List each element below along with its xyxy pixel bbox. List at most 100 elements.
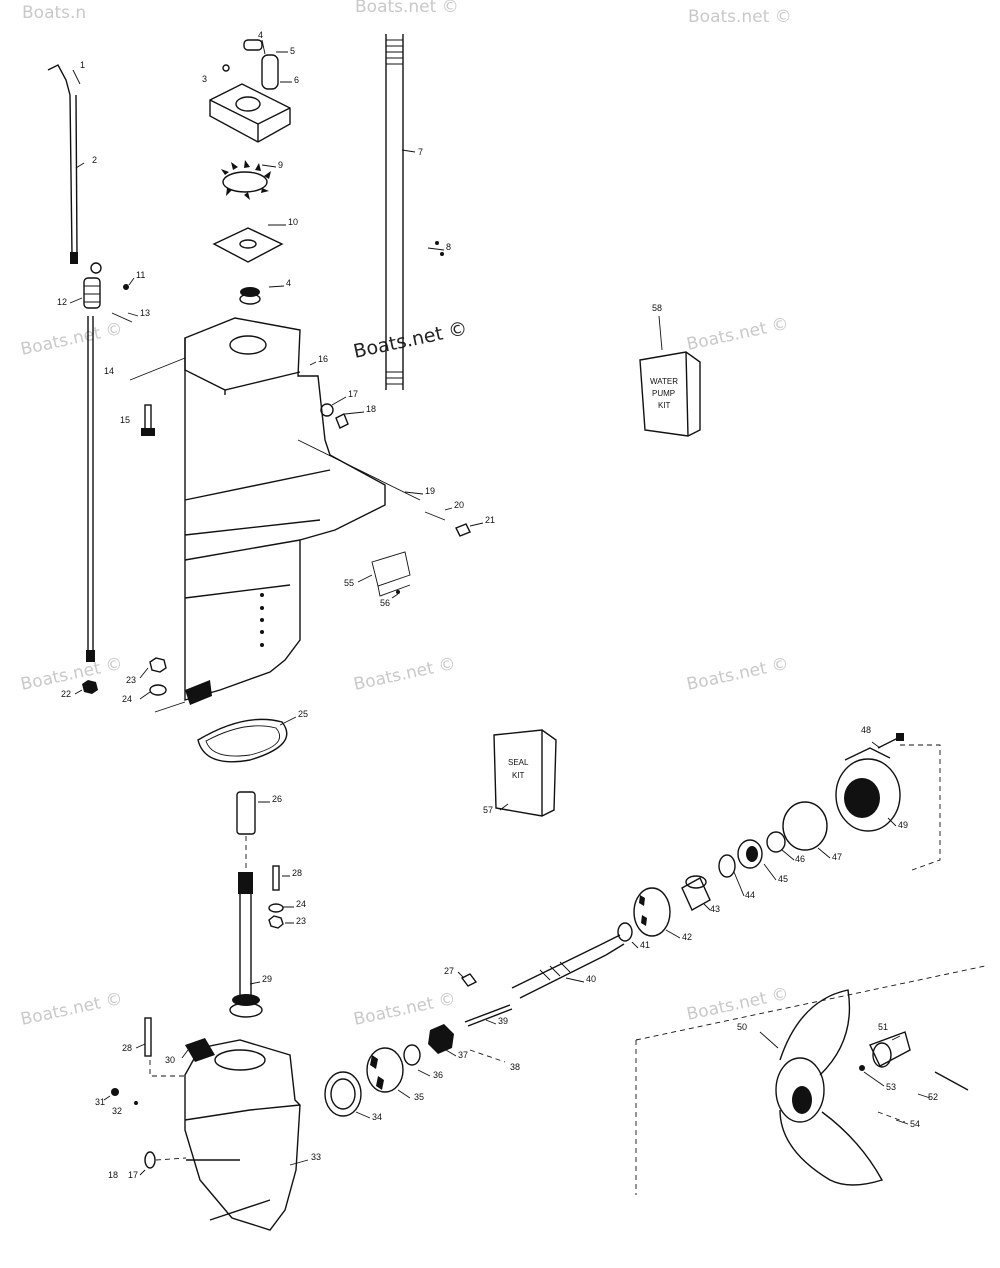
label-39: 39 <box>498 1016 508 1026</box>
shift-rod-connector <box>83 262 133 323</box>
label-33: 33 <box>311 1152 321 1162</box>
water-pump-kit-line-1: WATER <box>650 377 678 386</box>
watermark-1: Boats.net © <box>19 319 125 360</box>
label-12: 12 <box>57 297 67 307</box>
watermark-3: Boats.net © <box>685 314 791 355</box>
pin-28 <box>272 865 280 891</box>
label-53: 53 <box>886 1082 896 1092</box>
watermark-top-right: Boats.net © <box>688 7 792 27</box>
label-15: 15 <box>120 415 130 425</box>
label-11: 11 <box>136 270 145 280</box>
seal-kit-57: SEAL KIT <box>493 729 557 817</box>
nut-23-washer-24-22 <box>82 657 186 713</box>
bearing-carrier-49 <box>835 744 941 871</box>
label-28-lower: 28 <box>122 1043 132 1053</box>
bolt-48 <box>877 733 904 749</box>
label-23: 23 <box>126 675 136 685</box>
label-5: 5 <box>290 46 295 56</box>
label-17: 17 <box>348 389 358 399</box>
washer-24-nut-23-lower <box>268 903 284 929</box>
gear-35 <box>366 1047 404 1093</box>
label-6: 6 <box>294 75 299 85</box>
label-57: 57 <box>483 805 493 815</box>
water-pump-kit-line-2: PUMP <box>652 389 675 398</box>
watermark-6: Boats.net © <box>685 654 791 695</box>
label-13: 13 <box>140 308 150 318</box>
pin-39 <box>464 1004 513 1027</box>
washer-41 <box>617 922 633 942</box>
water-pump-housing <box>209 83 291 143</box>
gearcase <box>184 1039 301 1231</box>
label-18: 18 <box>366 404 376 414</box>
label-19: 19 <box>425 486 435 496</box>
watermarks: Boats.n Boats.net © Boats.net © Boats.ne… <box>19 0 792 1030</box>
label-51: 51 <box>878 1022 888 1032</box>
watermark-7: Boats.net © <box>19 989 125 1030</box>
watermark-8: Boats.net © <box>352 989 458 1030</box>
label-28-upper: 28 <box>292 868 302 878</box>
label-45: 45 <box>778 874 788 884</box>
plug-17-18 <box>320 403 349 429</box>
label-7: 7 <box>418 147 423 157</box>
label-32: 32 <box>112 1106 122 1116</box>
label-24: 24 <box>122 694 132 704</box>
pin-and-plug-20-21 <box>424 511 471 537</box>
leader-lines <box>69 39 931 1176</box>
label-18-lower: 18 <box>108 1170 118 1180</box>
shift-rod-upper <box>47 64 78 264</box>
watermark-5: Boats.net © <box>352 654 458 695</box>
label-46: 46 <box>795 854 805 864</box>
label-54: 54 <box>910 1119 920 1129</box>
label-31: 31 <box>95 1097 105 1107</box>
label-14: 14 <box>104 366 114 376</box>
drive-shaft-housing <box>129 317 421 705</box>
propeller-shaft-40 <box>511 934 625 999</box>
label-20: 20 <box>454 500 464 510</box>
label-50: 50 <box>737 1022 747 1032</box>
label-37: 37 <box>458 1050 468 1060</box>
label-22: 22 <box>61 689 71 699</box>
label-47: 47 <box>832 852 842 862</box>
impeller <box>221 160 271 200</box>
label-1: 1 <box>80 60 85 70</box>
seal-46 <box>766 831 786 853</box>
label-44: 44 <box>745 890 755 900</box>
water-pump-kit-line-3: KIT <box>658 401 671 410</box>
label-38: 38 <box>510 1062 520 1072</box>
screw-31-32 <box>111 1088 138 1105</box>
label-4-lower: 4 <box>286 278 291 288</box>
clutch-37 <box>428 1024 506 1063</box>
label-24-lower: 24 <box>296 899 306 909</box>
watermark-main: Boats.net © <box>351 317 469 363</box>
drive-shaft-lower <box>229 872 263 1018</box>
bearing-34 <box>324 1071 362 1117</box>
o-ring-47 <box>782 801 828 851</box>
label-48: 48 <box>861 725 871 735</box>
label-21: 21 <box>485 515 495 525</box>
water-pump-kit-58: WATER PUMP KIT <box>639 351 701 437</box>
label-42: 42 <box>682 932 692 942</box>
watermark-top-left: Boats.n <box>22 3 86 23</box>
impeller-plate <box>212 227 284 263</box>
label-30: 30 <box>165 1055 175 1065</box>
label-34: 34 <box>372 1112 382 1122</box>
bolt-15 <box>141 404 155 436</box>
gear-42 <box>633 887 671 937</box>
label-55: 55 <box>344 578 354 588</box>
watermark-top-center: Boats.net © <box>355 0 459 17</box>
label-49: 49 <box>898 820 908 830</box>
plug-17-18-lower <box>144 1151 187 1169</box>
anode-55-56 <box>371 551 411 597</box>
seal-kit-line-1: SEAL <box>508 758 529 767</box>
label-23-lower: 23 <box>296 916 306 926</box>
label-8: 8 <box>446 242 451 252</box>
seal-4 <box>239 287 261 305</box>
label-41: 41 <box>640 940 650 950</box>
label-16: 16 <box>318 354 328 364</box>
spacer-26 <box>236 791 256 870</box>
shift-rod-lower <box>86 316 95 662</box>
label-29: 29 <box>262 974 272 984</box>
label-43: 43 <box>710 904 720 914</box>
watermark-4: Boats.net © <box>19 654 125 695</box>
